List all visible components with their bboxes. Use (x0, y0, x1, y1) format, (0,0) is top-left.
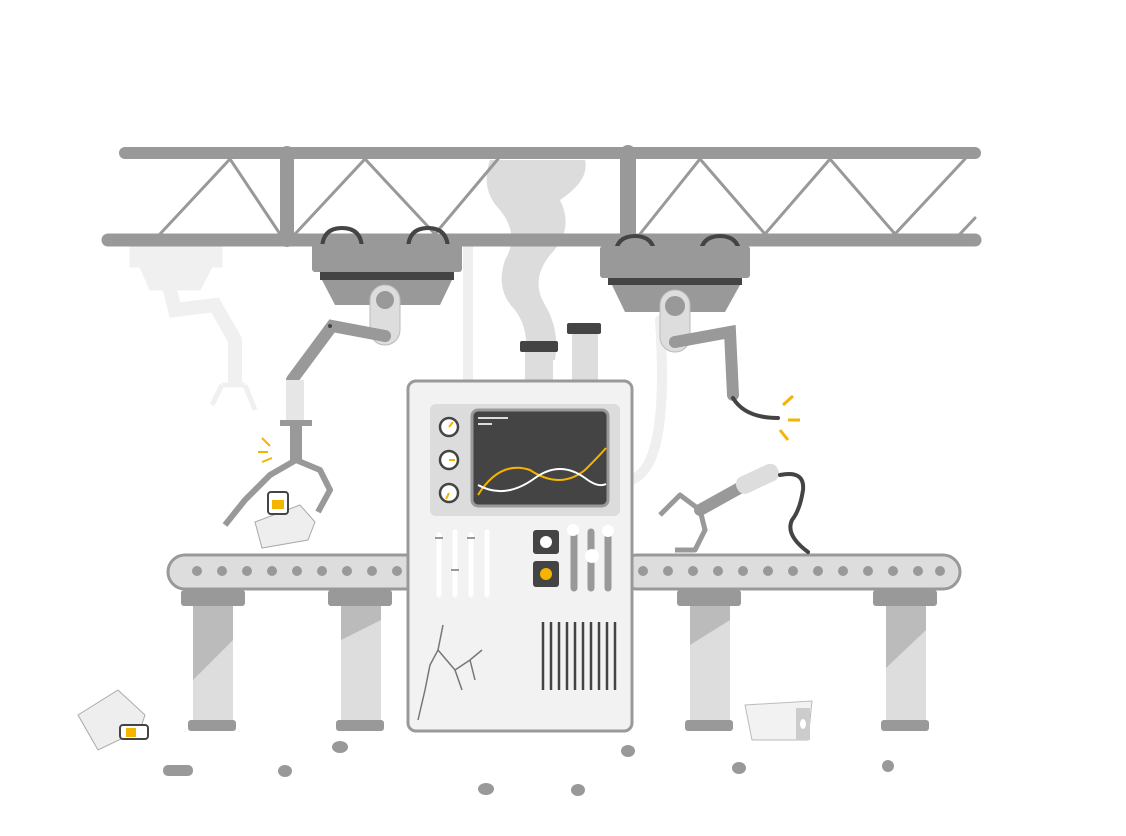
smoke (486, 160, 586, 360)
open-box (744, 700, 813, 741)
debris-pebbles (163, 741, 894, 796)
monitor-screen (470, 408, 610, 508)
overhead-truss (101, 145, 982, 248)
faded-claw (129, 244, 258, 411)
chimneys (520, 323, 601, 384)
background-pipes (463, 240, 667, 485)
fallen-box (77, 689, 149, 751)
conveyor-left (166, 553, 425, 731)
robot-arm-left (222, 225, 462, 549)
control-machine (406, 379, 634, 733)
crack (417, 624, 483, 721)
floor-claw-tool (658, 463, 810, 554)
robot-arm-right (600, 233, 800, 441)
conveyor-right (618, 553, 962, 731)
